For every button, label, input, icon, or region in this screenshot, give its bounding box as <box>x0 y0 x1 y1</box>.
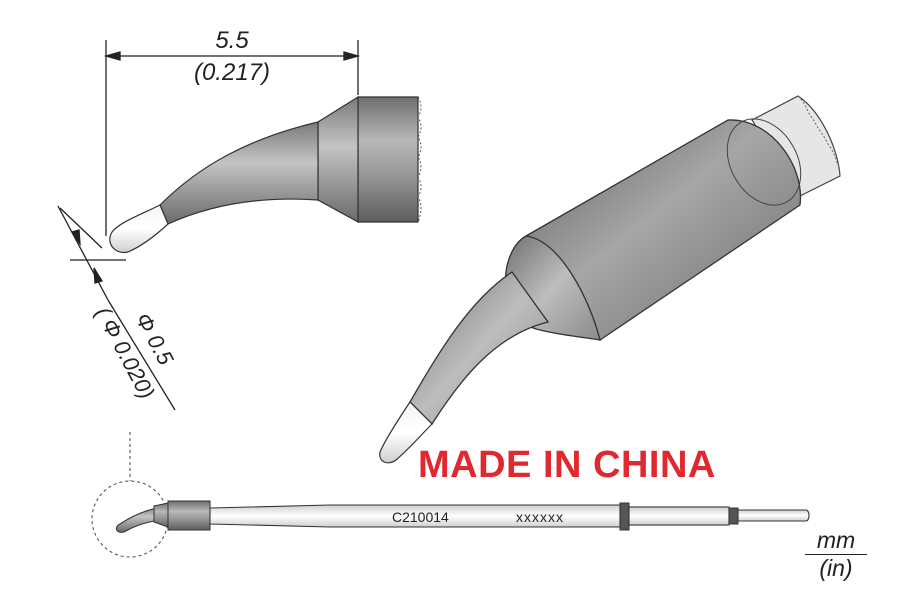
full-tip-rear-shaft <box>628 506 730 526</box>
serial-label: xxxxxx <box>516 509 564 525</box>
unit-metric: mm <box>805 528 867 555</box>
side-view-body <box>357 96 419 223</box>
unit-legend: mm (in) <box>805 528 867 581</box>
full-tip-rear-band <box>728 507 739 525</box>
side-view-break <box>417 96 422 223</box>
made-in-label: MADE IN CHINA <box>418 444 716 486</box>
length-in-label: (0.217) <box>194 59 270 86</box>
full-tip-cone <box>153 502 169 528</box>
side-view-cone <box>317 95 359 224</box>
perspective-stub <box>751 95 841 197</box>
perspective-barrel-end <box>726 118 802 206</box>
perspective-barrel <box>525 119 802 341</box>
perspective-tip <box>379 95 841 464</box>
side-view-taper <box>159 121 319 225</box>
side-view-tip-end <box>109 204 169 254</box>
length-dimension <box>103 40 361 236</box>
full-tip-band <box>619 502 630 531</box>
length-mm-label: 5.5 <box>215 27 249 54</box>
perspective-taper <box>409 271 550 426</box>
perspective-tip-end <box>379 401 433 464</box>
full-tip-pin <box>737 509 810 522</box>
full-tip-view <box>91 432 810 558</box>
diameter-dimension <box>57 205 176 411</box>
unit-imperial: (in) <box>819 555 853 581</box>
side-view-tip <box>109 95 422 254</box>
part-number-label: C210014 <box>392 509 449 525</box>
full-tip-sleeve <box>167 500 211 531</box>
